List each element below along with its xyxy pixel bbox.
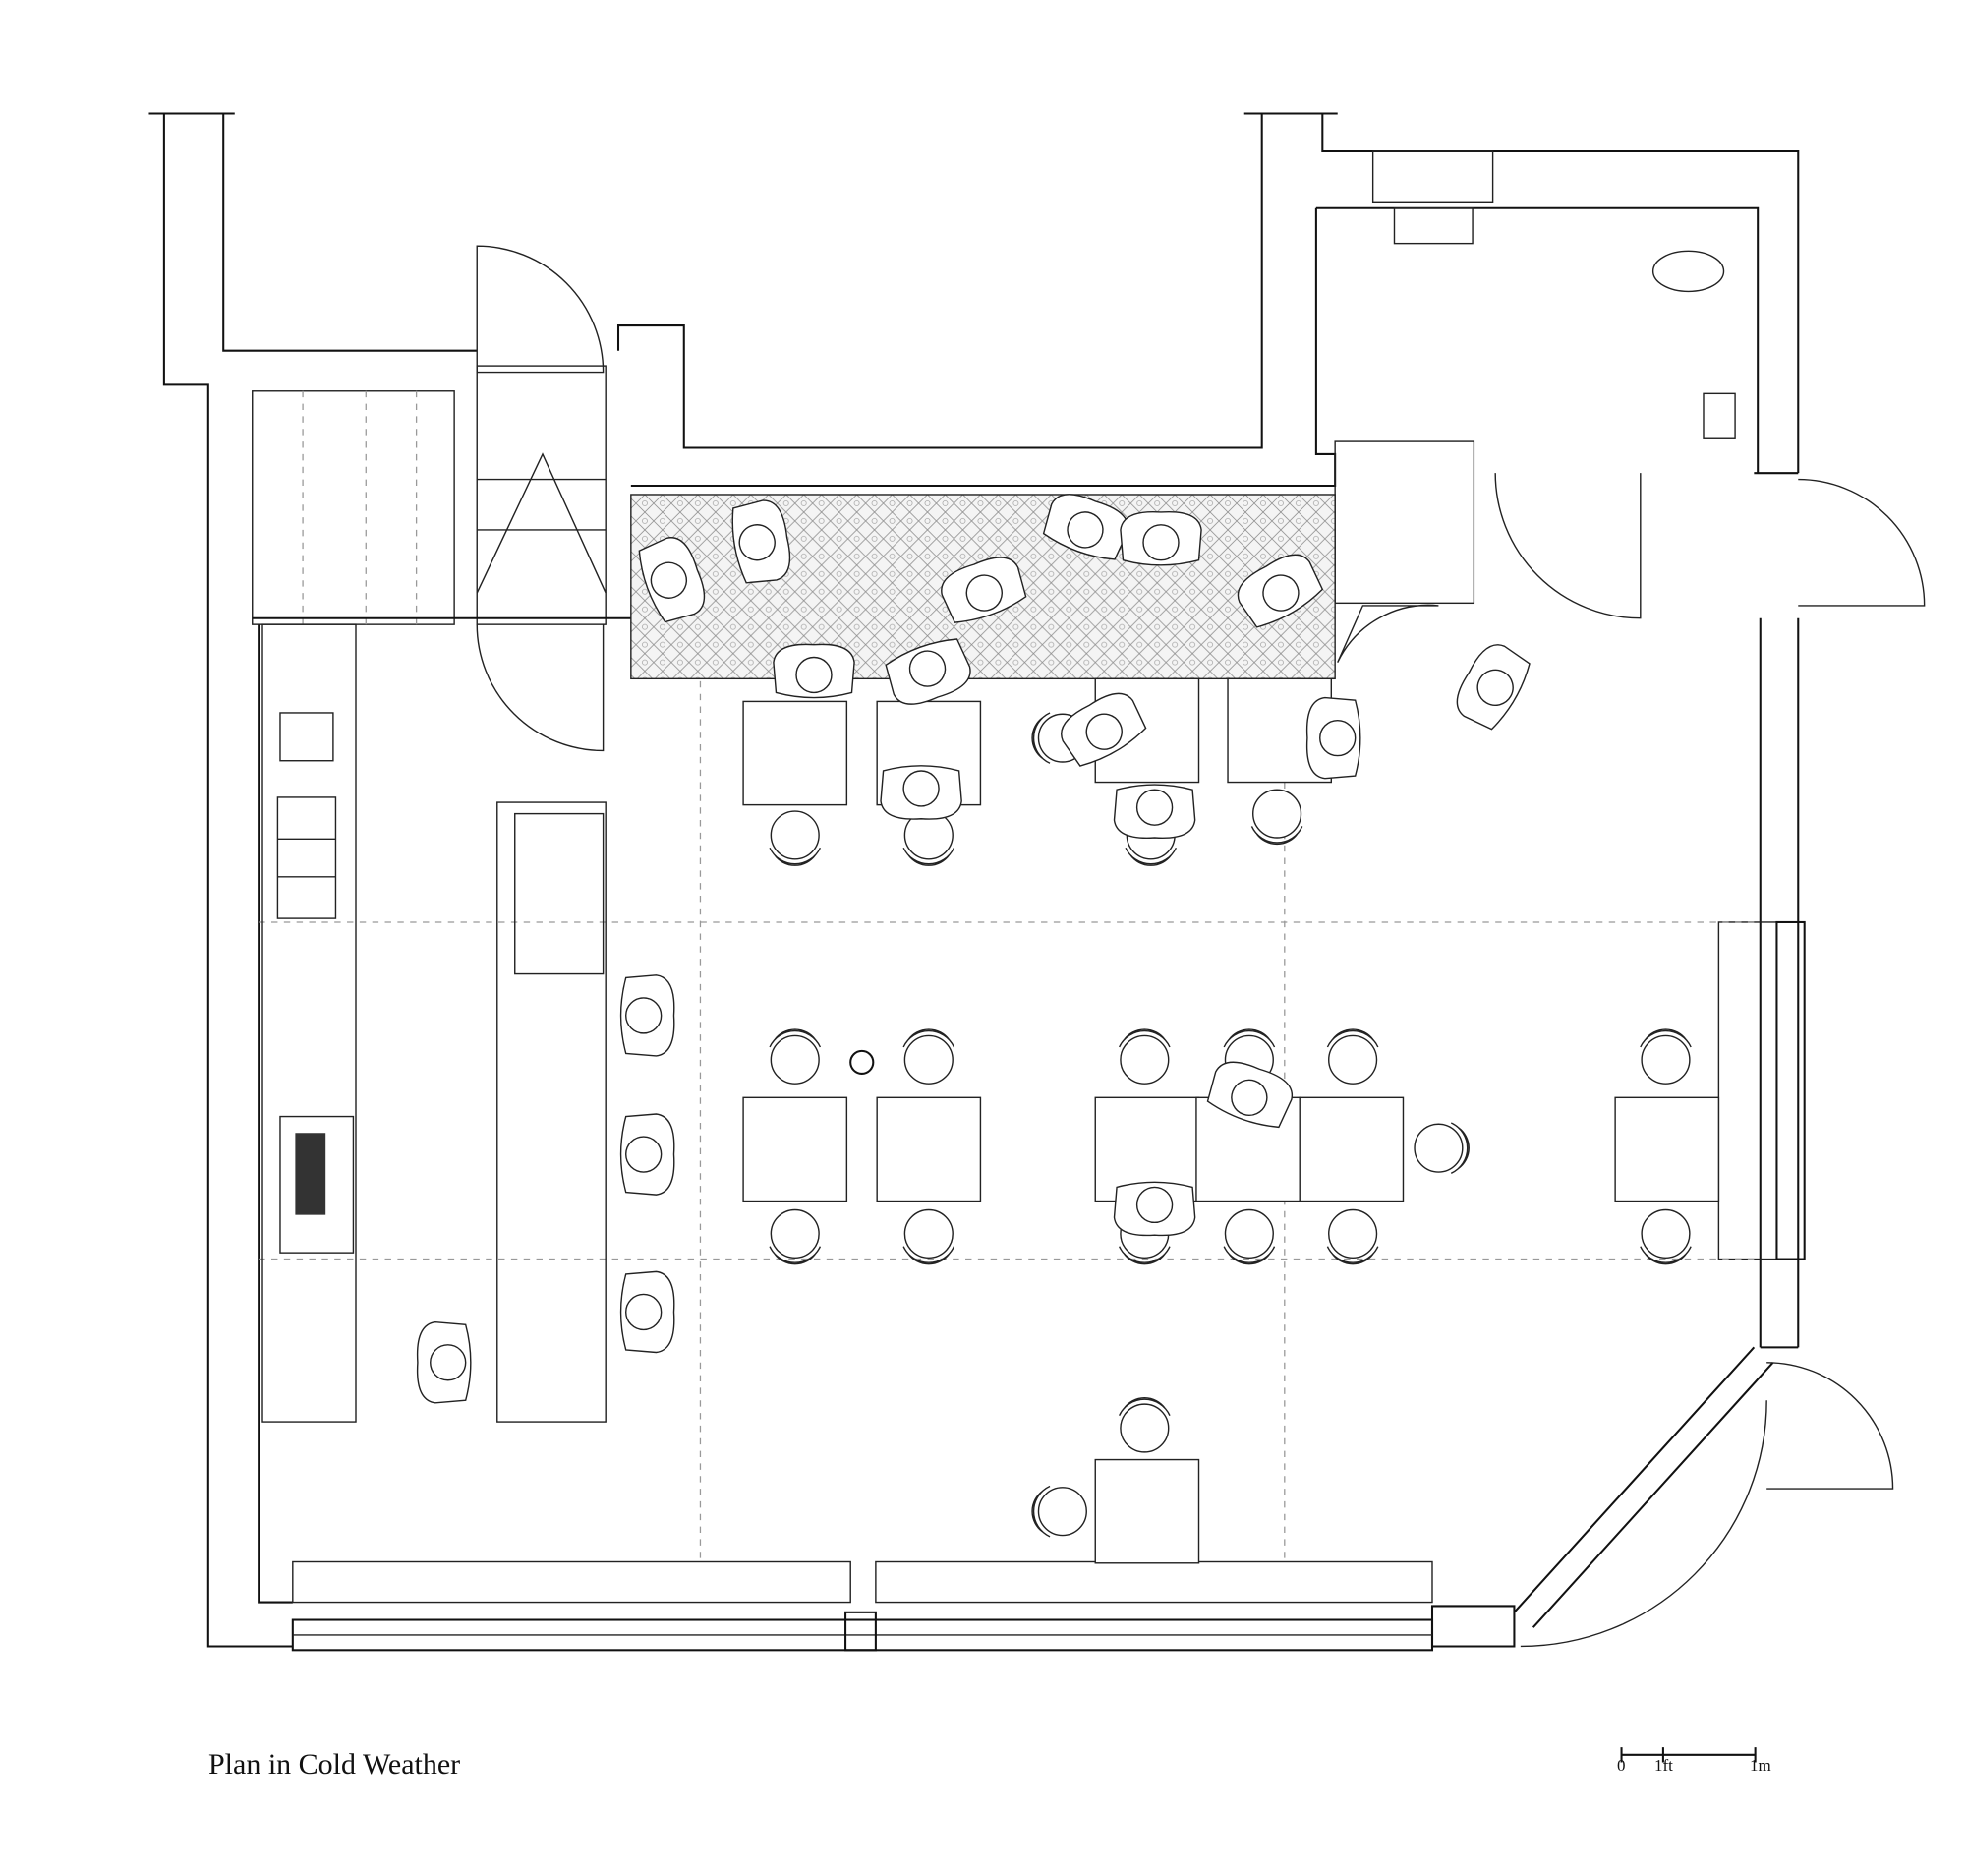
- chair: [902, 1208, 955, 1265]
- washroom: [1334, 150, 1736, 605]
- chair: [1118, 1028, 1171, 1085]
- table: [742, 1096, 848, 1202]
- doors: [476, 245, 1926, 1648]
- chair: [1640, 1028, 1692, 1085]
- scale-label-0: 0: [1617, 1756, 1626, 1775]
- kitchen-counter: [261, 623, 357, 1423]
- person: [880, 765, 962, 820]
- chair: [1118, 1396, 1171, 1453]
- person: [1061, 692, 1147, 767]
- person: [619, 974, 675, 1057]
- chair: [1640, 1208, 1692, 1265]
- table: [1094, 1458, 1200, 1564]
- chair: [1326, 1208, 1379, 1265]
- grid-lines: [259, 680, 1761, 1562]
- table: [1299, 1096, 1405, 1202]
- person: [1042, 494, 1129, 560]
- person: [1305, 696, 1361, 780]
- person: [1120, 510, 1202, 566]
- chair: [1031, 1485, 1087, 1538]
- chair: [769, 1028, 822, 1085]
- walls: [148, 112, 1800, 1648]
- chair: [1223, 1208, 1276, 1265]
- people: [416, 494, 1531, 1404]
- bottom-window-wall: [291, 1560, 1434, 1652]
- person: [941, 557, 1027, 623]
- person: [773, 643, 855, 699]
- person: [1456, 644, 1531, 731]
- table: [876, 1096, 982, 1202]
- person: [1237, 554, 1324, 628]
- island-counter: [496, 801, 607, 1423]
- scale-label-1m: 1m: [1750, 1756, 1771, 1775]
- person: [731, 499, 791, 584]
- chair: [1326, 1028, 1379, 1085]
- person: [638, 537, 706, 623]
- chair: [769, 810, 822, 866]
- chair: [1250, 789, 1303, 846]
- person: [1206, 1061, 1294, 1129]
- person: [1113, 1181, 1196, 1237]
- person: [416, 1321, 472, 1404]
- person: [885, 638, 971, 705]
- chair: [1414, 1122, 1470, 1174]
- plan-caption: Plan in Cold Weather: [208, 1748, 461, 1781]
- person: [1113, 784, 1196, 839]
- chair: [769, 1208, 822, 1265]
- scale-label-1ft: 1ft: [1654, 1756, 1673, 1775]
- person: [619, 1113, 675, 1196]
- chair: [902, 1028, 955, 1085]
- right-window-bench: [1717, 920, 1806, 1260]
- table: [1614, 1096, 1720, 1202]
- stair: [252, 365, 631, 625]
- column: [849, 1049, 875, 1075]
- table: [742, 700, 848, 806]
- person: [619, 1270, 675, 1354]
- scale-bar: [1620, 1747, 1757, 1763]
